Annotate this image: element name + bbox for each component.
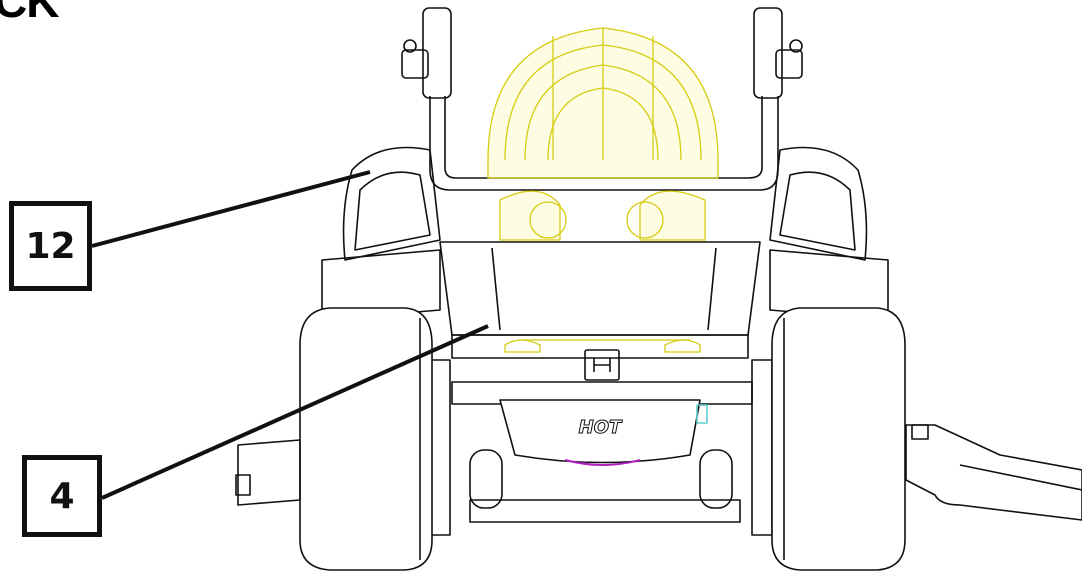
page-header-text: CK [0,0,59,27]
left-fender [321,146,441,321]
callout-box-12: 12 [9,201,92,291]
callout-box-4: 4 [22,455,102,537]
callout-label-12: 12 [25,225,76,267]
callout-label-4: 4 [49,475,75,517]
chassis-frame [429,359,773,536]
right-rear-tire [771,307,906,571]
leader-line-4 [101,324,489,500]
leader-line-12 [91,170,371,248]
left-side-bracket [235,439,301,506]
caster-wheels [469,449,733,509]
seat-assembly [487,27,719,353]
badge-text: HOT [579,417,623,438]
discharge-chute [905,424,1082,521]
left-rear-tire [299,307,433,571]
right-fender [769,146,889,321]
rear-body-panel [439,241,761,381]
